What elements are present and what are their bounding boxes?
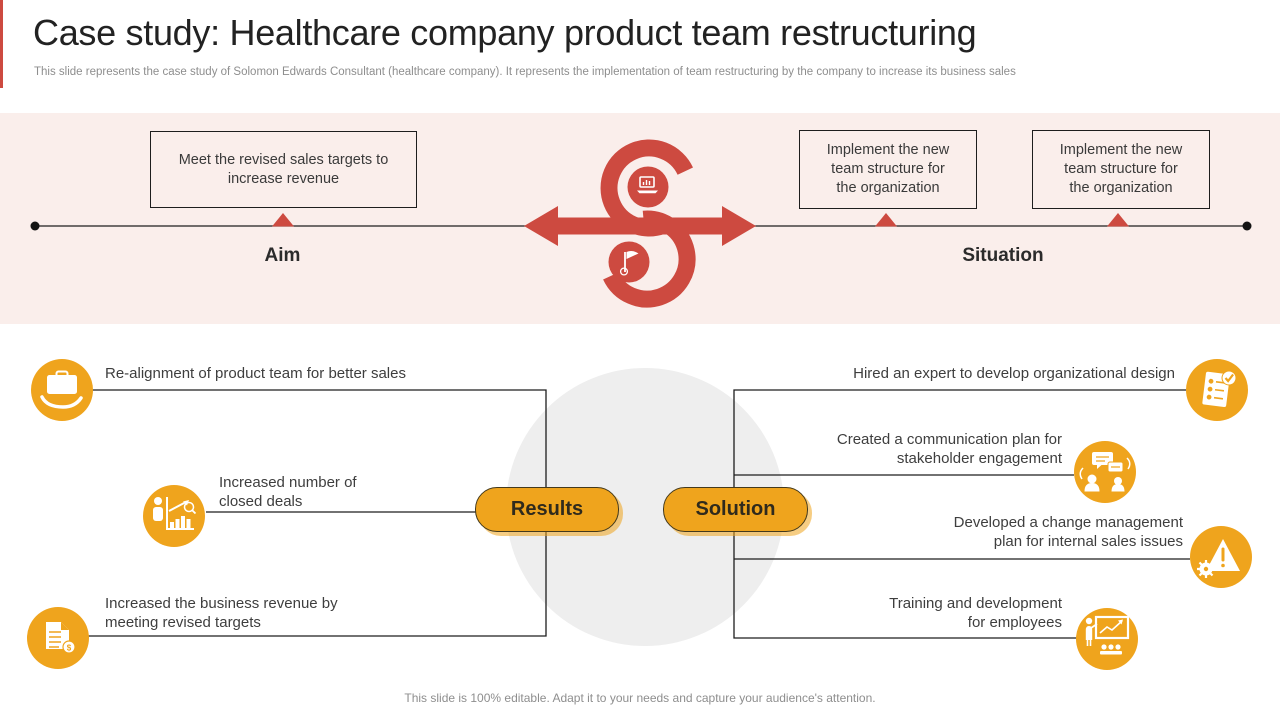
checklist-clipboard-icon [1186, 359, 1248, 421]
solution-item-3-text: Developed a change management plan for i… [953, 514, 1183, 550]
svg-text:$: $ [67, 644, 72, 653]
risk-warning-gear-icon [1190, 526, 1252, 588]
situation-text-2: Implement the new team structure for the… [1059, 142, 1183, 196]
aim-text: Meet the revised sales targets to increa… [178, 151, 389, 187]
hand-briefcase-icon [31, 359, 93, 421]
aim-label: Aim [264, 245, 301, 266]
solution-button[interactable]: Solution [663, 487, 808, 532]
marker-triangle-situation-1 [875, 213, 897, 227]
page-subtitle: This slide represents the case study of … [34, 66, 1016, 78]
solution-item-4-text: Training and development for employees [889, 595, 1062, 631]
results-item-3-text: Increased the business revenue by meetin… [105, 595, 338, 631]
timeline-graphic [30, 139, 1252, 308]
results-solution-diagram: $ [27, 359, 1252, 670]
situation-text-box-2: Implement the new team structure for the… [1032, 130, 1210, 209]
training-presentation-icon [1076, 608, 1138, 670]
solution-item-1-text: Hired an expert to develop organizationa… [853, 365, 1175, 382]
timeline-end-dot [1242, 221, 1252, 231]
page-title: Case study: Healthcare company product t… [33, 12, 977, 53]
title-accent-bar [0, 0, 3, 88]
results-item-2-text: Increased number of closed deals [219, 474, 357, 510]
results-button[interactable]: Results [475, 487, 619, 532]
solution-item-2-text: Created a communication plan for stakeho… [836, 431, 1062, 467]
situation-label: Situation [962, 245, 1044, 266]
timeline-band: Meet the revised sales targets to increa… [0, 113, 1280, 324]
double-arrow [524, 206, 756, 246]
timeline-start-dot [30, 221, 40, 231]
growth-chart-icon [143, 485, 205, 547]
s-swirl-graphic [524, 139, 756, 308]
communication-people-icon [1074, 441, 1136, 503]
situation-text-box-1: Implement the new team structure for the… [799, 130, 977, 209]
marker-triangle-situation-2 [1107, 213, 1129, 227]
revenue-document-icon: $ [27, 607, 89, 669]
marker-triangle-aim [272, 213, 294, 227]
results-item-1-text: Re-alignment of product team for better … [105, 365, 406, 382]
milestone-flag-icon [608, 241, 650, 283]
laptop-analytics-icon [627, 166, 669, 208]
center-background-circle [506, 368, 784, 646]
connector-lines [88, 389, 1190, 639]
aim-text-box: Meet the revised sales targets to increa… [150, 131, 417, 208]
footer-note: This slide is 100% editable. Adapt it to… [404, 691, 876, 705]
situation-text-1: Implement the new team structure for the… [826, 142, 950, 196]
